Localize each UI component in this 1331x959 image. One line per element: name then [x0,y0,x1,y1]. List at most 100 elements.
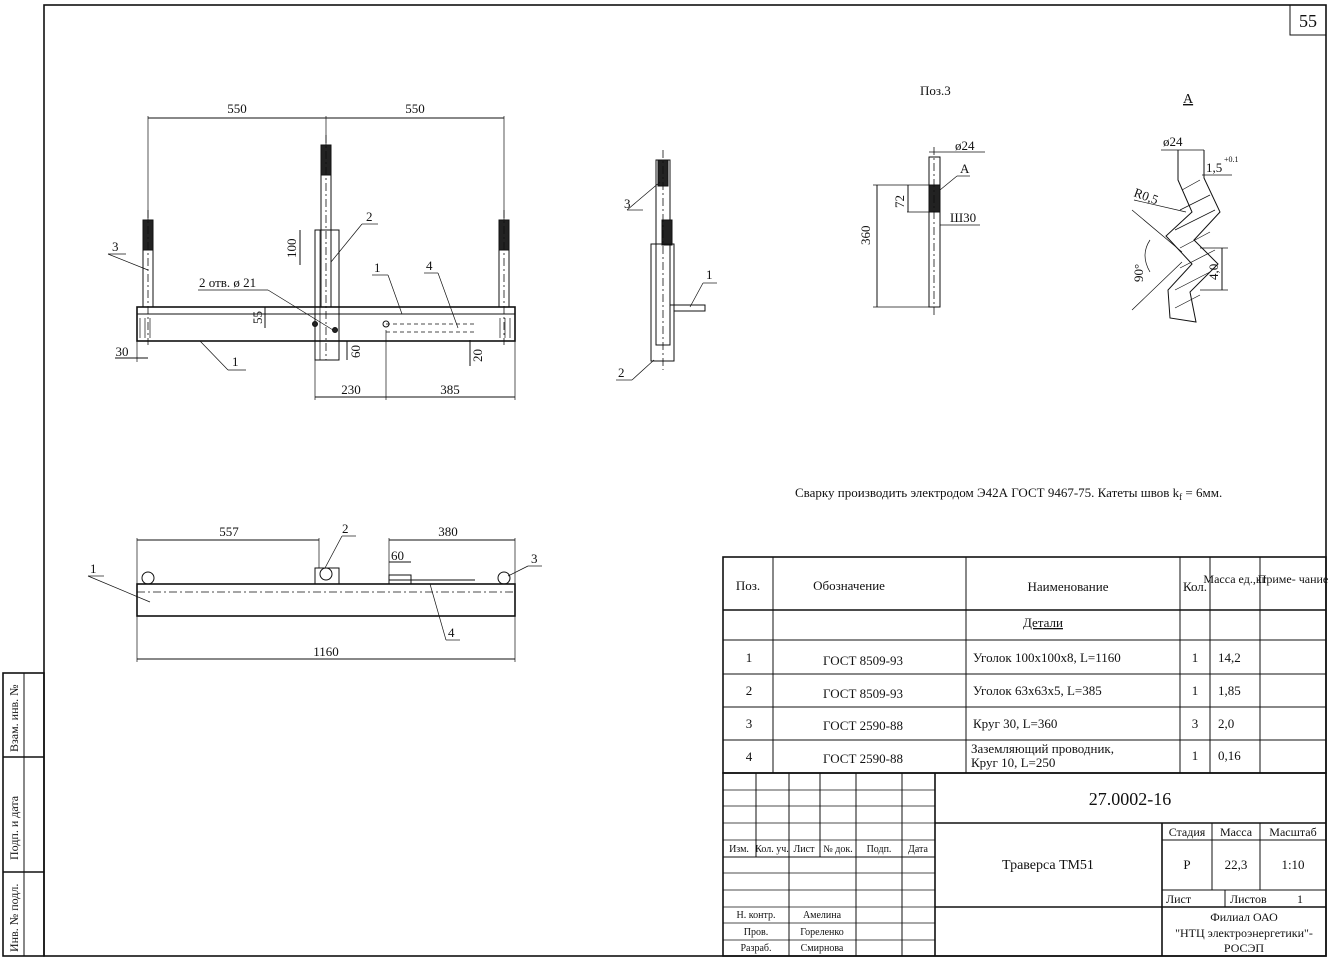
tb-col-kol: Кол. уч. [755,844,789,855]
svg-text:1: 1 [1192,683,1199,698]
tb-scale: 1:10 [1281,857,1304,872]
spec-row-3: 3 ГОСТ 2590-88 Круг 30, L=360 3 2,0 [746,716,1235,733]
dim-60: 60 [348,345,363,358]
spec-header-qty: Кол. [1183,579,1207,594]
detail-a-title: A [1183,92,1194,107]
dim-20: 20 [470,349,485,362]
pos3-view: Поз.3 ø24 72 360 Ш30 A [858,83,985,315]
svg-text:ГОСТ 8509-93: ГОСТ 8509-93 [823,686,903,701]
svg-text:1: 1 [746,650,753,665]
tb-role-2: Пров. [744,927,768,938]
pos3-title: Поз.3 [920,83,951,98]
plan-view: 557 380 60 1160 1 2 3 4 [87,521,542,662]
tb-org-1: Филиал ОАО [1210,910,1278,924]
front-leader-2: 2 [366,209,373,224]
svg-text:3: 3 [1192,716,1199,731]
svg-text:Круг 10, L=250: Круг 10, L=250 [971,755,1055,770]
plan-rod-right [497,571,511,585]
detail-angle: 90° [1131,264,1146,282]
title-block: Изм. Кол. уч. Лист № док. Подп. Дата Н. … [722,772,1327,957]
spec-row-2: 2 ГОСТ 8509-93 Уголок 63х63х5, L=385 1 1… [746,683,1241,701]
dim-550-right: 550 [405,101,425,116]
pos3-dim-360: 360 [858,226,873,246]
plan-rod-left [141,571,155,585]
stamp-vzam: Взам. инв. № [7,684,21,752]
tb-stage-label: Стадия [1169,825,1206,839]
svg-text:Круг 30, L=360: Круг 30, L=360 [973,716,1057,731]
dim-550-left: 550 [227,101,247,116]
stamp-inv-podl: Инв. № подл. [7,884,21,952]
side-view: 3 1 2 [616,150,717,381]
front-leader-1-top: 1 [374,260,381,275]
detail-radius: R0,5 [1132,185,1161,208]
side-stamp: Взам. инв. № Подп. и дата Инв. № подл. [2,672,45,957]
svg-text:Уголок 63х63х5, L=385: Уголок 63х63х5, L=385 [973,683,1102,698]
pos3-dia: ø24 [955,138,975,153]
tb-org-3: РОСЭП [1224,941,1265,955]
svg-text:ГОСТ 2590-88: ГОСТ 2590-88 [823,751,903,766]
hole-note: 2 отв. ø 21 [199,275,256,290]
plan-dim-557: 557 [219,524,239,539]
dim-100: 100 [284,239,299,259]
tb-stage: Р [1183,857,1190,872]
tb-mass-label: Масса [1220,825,1253,839]
plan-leader-1: 1 [90,561,97,576]
detail-dim-40: 4,0 [1206,264,1221,280]
plan-leader-3: 3 [531,551,538,566]
svg-text:ГОСТ 2590-88: ГОСТ 2590-88 [823,718,903,733]
side-leader-2: 2 [618,365,625,380]
side-leader-1: 1 [706,267,713,282]
tb-name-2: Гореленко [800,927,843,938]
tb-mass: 22,3 [1225,857,1248,872]
dim-55: 55 [250,311,265,324]
tb-role-3: Разраб. [741,943,772,954]
tb-col-ndok: № док. [823,844,853,855]
pos3-detail-ref: A [960,161,970,176]
svg-text:1,85: 1,85 [1218,683,1241,698]
spec-row-4: 4 ГОСТ 2590-88 Заземляющий проводник, Кр… [746,741,1242,770]
welding-note: Сварку производить электродом Э42А ГОСТ … [795,485,1222,502]
tb-col-podp: Подп. [867,844,892,855]
svg-text:Уголок 100х100х8, L=1160: Уголок 100х100х8, L=1160 [973,650,1121,665]
svg-text:2: 2 [746,683,753,698]
tb-col-izm: Изм. [729,844,749,855]
tb-col-list: Лист [794,844,816,855]
tb-sheets-label: Листов [1230,892,1267,906]
sheet-frame [43,4,1327,957]
svg-text:2,0: 2,0 [1218,716,1234,731]
pos3-dim-72: 72 [892,195,907,208]
dim-230: 230 [341,382,361,397]
plan-leader-4: 4 [448,625,455,640]
dim-385: 385 [440,382,460,397]
plan-dim-1160: 1160 [313,644,339,659]
tb-name-1: Амелина [803,910,842,921]
detail-dia: ø24 [1163,134,1183,149]
spec-header-pos: Поз. [736,578,760,593]
detail-dim-15: 1,5 [1206,160,1222,175]
front-view: 550 550 100 55 30 60 20 230 385 2 отв. ø… [107,101,516,400]
svg-text:14,2: 14,2 [1218,650,1241,665]
svg-text:3: 3 [746,716,753,731]
tb-col-data: Дата [908,844,928,855]
spec-row-1: 1 ГОСТ 8509-93 Уголок 100х100х8, L=1160 … [746,650,1241,668]
sheet-number: 55 [1299,11,1317,31]
front-leader-3: 3 [112,239,119,254]
svg-text:1: 1 [1192,748,1199,763]
pos3-thread: Ш30 [950,210,976,225]
spec-header-doc: Обозначение [813,578,885,593]
front-leader-4: 4 [426,258,433,273]
doc-code: 27.0002-16 [1089,789,1172,809]
svg-text:Заземляющий проводник,: Заземляющий проводник, [971,741,1114,756]
tb-sheets: 1 [1297,892,1303,906]
tb-name-3: Смирнова [801,943,844,954]
plan-dim-380: 380 [438,524,458,539]
dim-30: 30 [116,344,129,359]
stamp-podp-data: Подп. и дата [7,795,21,860]
spec-header-note: Приме- чание [1258,572,1329,586]
tb-org-2: "НТЦ электроэнергетики"- [1175,926,1313,940]
svg-text:ГОСТ 8509-93: ГОСТ 8509-93 [823,653,903,668]
svg-text:0,16: 0,16 [1218,748,1241,763]
detail-tol: +0.1 [1224,155,1239,164]
svg-text:4: 4 [746,749,753,764]
detail-a-view: A ø24 1,5 +0.1 R0,5 90° 4,0 [1131,92,1239,323]
